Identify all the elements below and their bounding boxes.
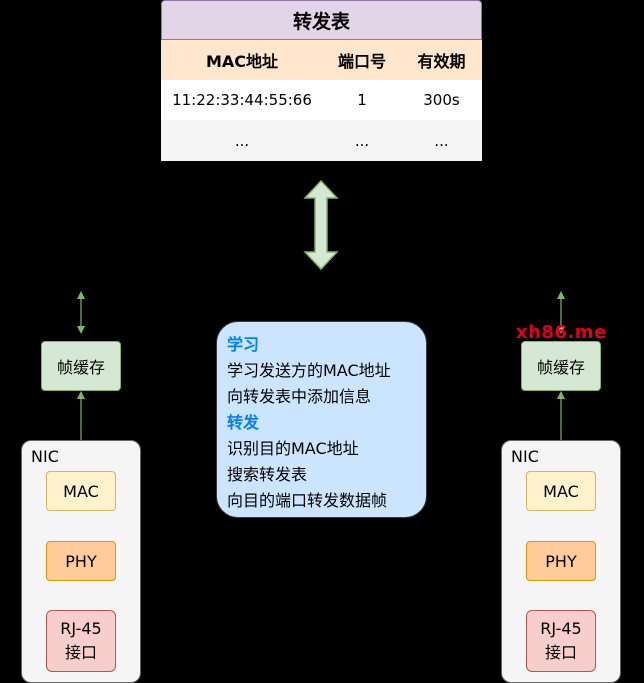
right-rj45-port: RJ-45 接口 (526, 610, 596, 672)
forwarding-table-title: 转发表 (161, 0, 482, 40)
right-nic-label: NIC (511, 447, 539, 466)
left-nic-label: NIC (31, 447, 59, 466)
table-cell-port: ... (354, 131, 370, 150)
learn-line: 学习发送方的MAC地址 (227, 361, 391, 380)
forward-heading: 转发 (227, 413, 260, 432)
table-row: 11:22:33:44:55:66 1 300s (161, 80, 482, 120)
forward-line: 向目的端口转发数据帧 (227, 491, 388, 510)
watermark-text: xh86.me (516, 322, 607, 343)
table-cell-port: 1 (357, 91, 367, 109)
forwarding-table-header: MAC地址 端口号 有效期 (161, 40, 482, 80)
right-phy-block: PHY (526, 541, 596, 581)
left-rj45-line1: RJ-45 (60, 619, 102, 638)
table-row: ... ... ... (161, 120, 482, 161)
table-cell-ttl: ... (434, 131, 449, 150)
left-top-arrow (77, 291, 85, 334)
table-info-double-arrow (303, 179, 339, 271)
right-rj45-line2: 接口 (544, 643, 577, 662)
left-frame-buffer: 帧缓存 (41, 341, 121, 391)
table-cell-ttl: 300s (423, 91, 460, 109)
learn-line: 向转发表中添加信息 (227, 387, 372, 406)
table-cell-mac: ... (234, 131, 250, 150)
right-mac-block: MAC (526, 471, 596, 511)
forward-line: 搜索转发表 (227, 465, 308, 484)
left-mac-block: MAC (46, 471, 116, 511)
right-frame-buffer: 帧缓存 (521, 341, 601, 391)
table-cell-mac: 11:22:33:44:55:66 (172, 91, 312, 109)
left-phy-block: PHY (46, 541, 116, 581)
header-mac-address: MAC地址 (205, 52, 279, 71)
header-port: 端口号 (337, 52, 386, 71)
switch-function-box: 学习 学习发送方的MAC地址 向转发表中添加信息 转发 识别目的MAC地址 搜索… (216, 321, 427, 518)
left-rj45-port: RJ-45 接口 (46, 610, 116, 672)
header-ttl: 有效期 (417, 52, 466, 71)
learn-heading: 学习 (227, 335, 260, 354)
right-rj45-line1: RJ-45 (540, 619, 582, 638)
right-top-arrow (557, 291, 565, 334)
left-rj45-line2: 接口 (64, 643, 97, 662)
forward-line: 识别目的MAC地址 (227, 439, 359, 458)
